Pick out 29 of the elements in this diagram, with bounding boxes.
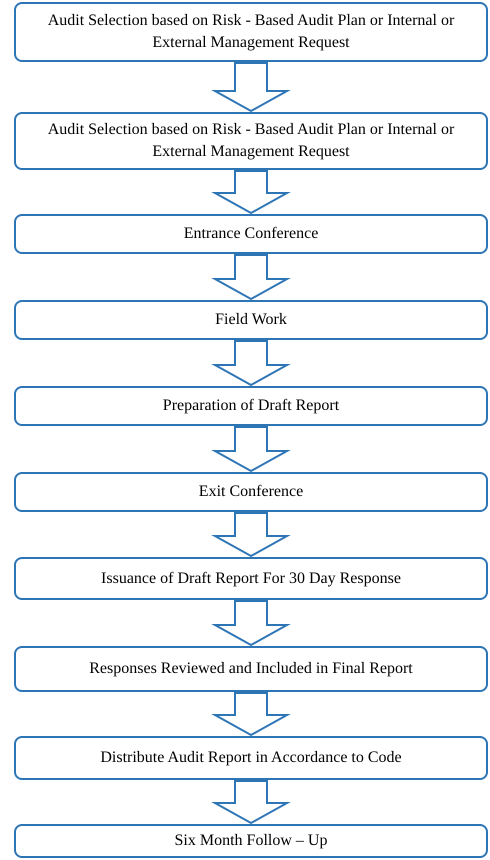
step-label: Preparation of Draft Report: [162, 396, 340, 416]
block-arrow: [211, 600, 291, 646]
process-box: [14, 2, 488, 62]
block-arrow: [211, 62, 291, 112]
process-box: [14, 112, 488, 170]
step-label: Six Month Follow – Up: [174, 831, 328, 852]
process-box: [14, 736, 488, 780]
step-label: Exit Conference: [198, 482, 304, 502]
step-label: Field Work: [215, 310, 287, 330]
step-label: Distribute Audit Report in Accordance to Code: [100, 748, 402, 768]
process-box: [14, 646, 488, 692]
step-label: Audit Selection based on Risk - Based Audit Plan or Internal or External Management Request: [46, 120, 456, 162]
block-arrow: [211, 512, 291, 558]
block-arrow: [211, 170, 291, 214]
process-box: [14, 557, 488, 600]
block-arrow: [211, 692, 291, 736]
block-arrow: [211, 254, 291, 300]
block-arrow: [211, 340, 291, 386]
process-box: [14, 824, 488, 858]
step-label: Audit Selection based on Risk - Based Audit Plan or Internal or External Management Request: [46, 11, 456, 53]
process-box: [14, 472, 488, 512]
step-label: Entrance Conference: [184, 224, 318, 244]
block-arrow: [211, 780, 291, 824]
block-arrow: [211, 426, 291, 472]
process-box: [14, 214, 488, 254]
step-label: Issuance of Draft Report For 30 Day Response: [101, 568, 401, 589]
process-box: [14, 386, 488, 426]
step-label: Responses Reviewed and Included in Final Report: [89, 659, 413, 680]
process-box: [14, 300, 488, 340]
